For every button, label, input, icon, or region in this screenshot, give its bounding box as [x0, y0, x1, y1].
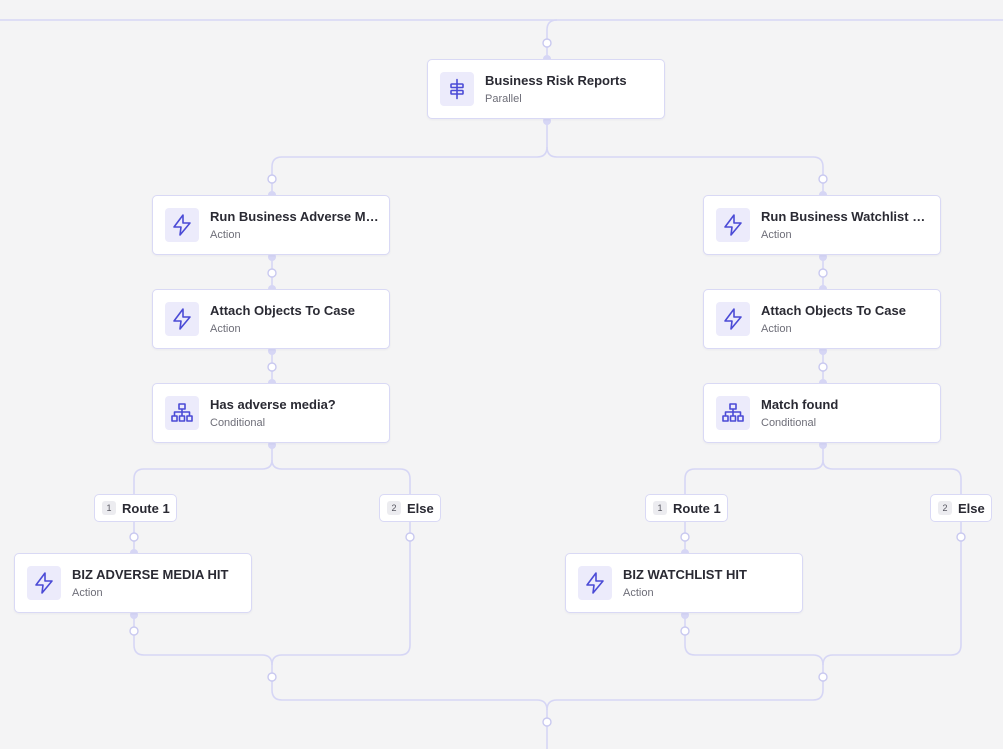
node-biz-watchlist-hit[interactable]: BIZ WATCHLIST HIT Action [565, 553, 803, 613]
node-title: BIZ ADVERSE MEDIA HIT [72, 567, 229, 582]
node-run-business-watchlist[interactable]: Run Business Watchlist Re... Action [703, 195, 941, 255]
node-title: Business Risk Reports [485, 73, 627, 88]
node-title: Run Business Watchlist Re... [761, 209, 930, 224]
lightning-icon [716, 208, 750, 242]
lightning-icon [716, 302, 750, 336]
node-attach-objects-right[interactable]: Attach Objects To Case Action [703, 289, 941, 349]
node-type: Action [761, 229, 792, 241]
route-else-right[interactable]: 2 Else [930, 494, 992, 522]
route-number: 2 [387, 501, 401, 515]
lightning-icon [578, 566, 612, 600]
parallel-icon [440, 72, 474, 106]
node-biz-adverse-media-hit[interactable]: BIZ ADVERSE MEDIA HIT Action [14, 553, 252, 613]
node-run-business-adverse-media[interactable]: Run Business Adverse Me... Action [152, 195, 390, 255]
lightning-icon [165, 302, 199, 336]
lightning-icon [165, 208, 199, 242]
node-title: Match found [761, 397, 839, 412]
node-has-adverse-media[interactable]: Has adverse media? Conditional [152, 383, 390, 443]
node-business-risk-reports[interactable]: Business Risk Reports Parallel [427, 59, 665, 119]
route-label: Route 1 [122, 500, 170, 516]
route-else-left[interactable]: 2 Else [379, 494, 441, 522]
route-label: Route 1 [673, 500, 721, 516]
node-title: Run Business Adverse Me... [210, 209, 379, 224]
node-type: Conditional [761, 417, 817, 429]
node-title: Attach Objects To Case [210, 303, 355, 318]
node-type: Action [210, 229, 241, 241]
node-type: Action [761, 323, 792, 335]
route-number: 2 [938, 501, 952, 515]
node-type: Action [623, 587, 654, 599]
open-ports [129, 38, 966, 727]
node-match-found[interactable]: Match found Conditional [703, 383, 941, 443]
route-1-left[interactable]: 1 Route 1 [94, 494, 177, 522]
route-number: 1 [653, 501, 667, 515]
node-type: Action [72, 587, 103, 599]
hierarchy-icon [716, 396, 750, 430]
node-title: Has adverse media? [210, 397, 336, 412]
route-label: Else [958, 500, 985, 516]
lightning-icon [27, 566, 61, 600]
node-title: BIZ WATCHLIST HIT [623, 567, 747, 582]
route-number: 1 [102, 501, 116, 515]
node-type: Action [210, 323, 241, 335]
node-type: Conditional [210, 417, 266, 429]
route-label: Else [407, 500, 434, 516]
node-attach-objects-left[interactable]: Attach Objects To Case Action [152, 289, 390, 349]
route-1-right[interactable]: 1 Route 1 [645, 494, 728, 522]
node-title: Attach Objects To Case [761, 303, 906, 318]
node-type: Parallel [485, 93, 522, 105]
hierarchy-icon [165, 396, 199, 430]
